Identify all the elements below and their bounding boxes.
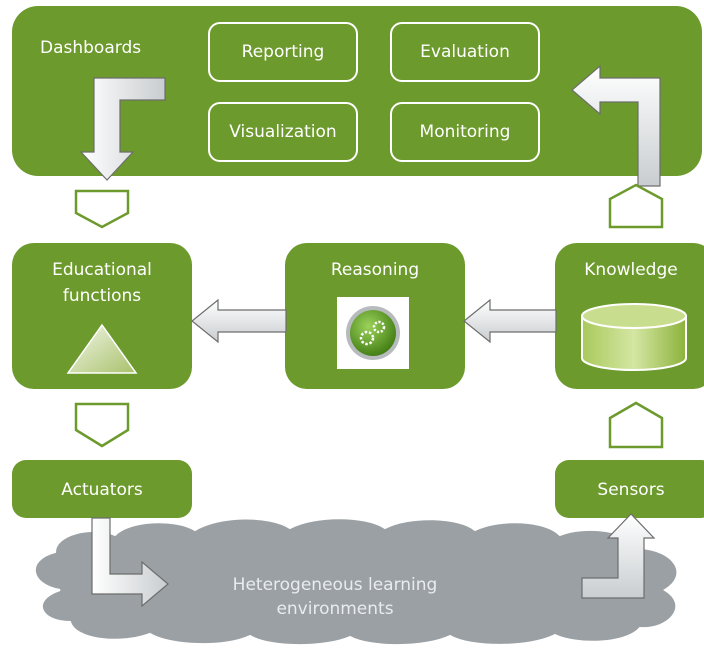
sensors-title: Sensors (597, 480, 665, 500)
visualization-item[interactable]: Visualization (208, 102, 358, 162)
database-icon (581, 303, 687, 371)
knowledge-to-reasoning-arrow (463, 298, 557, 344)
cloud-line2: environments (276, 599, 393, 619)
knowledge-title: Knowledge (584, 260, 678, 280)
chevron-up-outline-top (608, 183, 664, 229)
cloud-shape (34, 517, 679, 647)
monitoring-item[interactable]: Monitoring (390, 102, 540, 162)
actuators-title: Actuators (61, 480, 143, 500)
educational-title-line2: functions (62, 286, 142, 306)
sensors-box (555, 460, 704, 518)
environment-to-sensors-arrow (581, 513, 656, 599)
chevron-down-outline-top (74, 189, 130, 229)
dashboards-down-arrow (79, 77, 166, 181)
triangle-icon (66, 323, 138, 374)
gears-icon (337, 297, 409, 369)
reasoning-title: Reasoning (330, 260, 420, 280)
evaluation-item[interactable]: Evaluation (390, 22, 540, 82)
educational-title-line1: Educational (52, 260, 152, 280)
chevron-up-outline-bottom (608, 401, 664, 449)
cloud-line1: Heterogeneous learning (233, 575, 438, 595)
actuators-to-environment-arrow (91, 517, 169, 608)
actuators-box (12, 460, 192, 518)
dashboards-title: Dashboards (40, 38, 142, 58)
reporting-item[interactable]: Reporting (208, 22, 358, 82)
reasoning-to-educational-arrow (191, 298, 287, 344)
knowledge-up-arrow (571, 64, 661, 187)
chevron-down-outline-bottom (74, 402, 130, 448)
